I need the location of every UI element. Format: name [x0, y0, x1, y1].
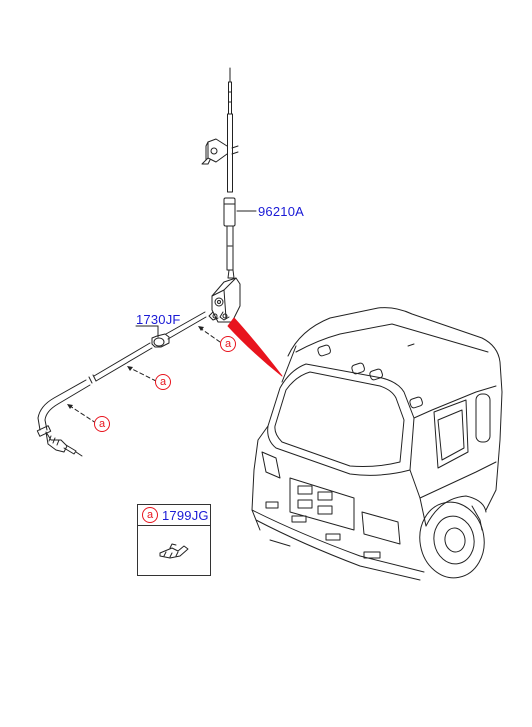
part-number-antenna[interactable]: 96210A — [258, 204, 305, 219]
leader-lines — [135, 210, 257, 338]
truck-cab — [251, 307, 503, 581]
feeder-cable[interactable] — [36, 311, 207, 457]
clip-legend-header: a 1799JG — [138, 505, 210, 526]
antenna-mast[interactable] — [223, 67, 236, 279]
antenna-base[interactable] — [208, 277, 241, 323]
callout-a-lower[interactable]: a — [94, 416, 110, 432]
clip-legend-box: a 1799JG — [137, 504, 211, 576]
antenna-bracket[interactable] — [201, 138, 239, 165]
callout-a-legend: a — [142, 507, 158, 523]
part-number-clip[interactable]: 1799JG — [162, 508, 209, 523]
location-pointer-arrow — [227, 317, 283, 377]
callout-pointers — [69, 327, 221, 424]
callout-a-mid[interactable]: a — [155, 374, 171, 390]
callout-a-base[interactable]: a — [220, 336, 236, 352]
clip-illustration[interactable] — [159, 543, 189, 559]
part-number-feeder-cable[interactable]: 1730JF — [136, 312, 181, 327]
